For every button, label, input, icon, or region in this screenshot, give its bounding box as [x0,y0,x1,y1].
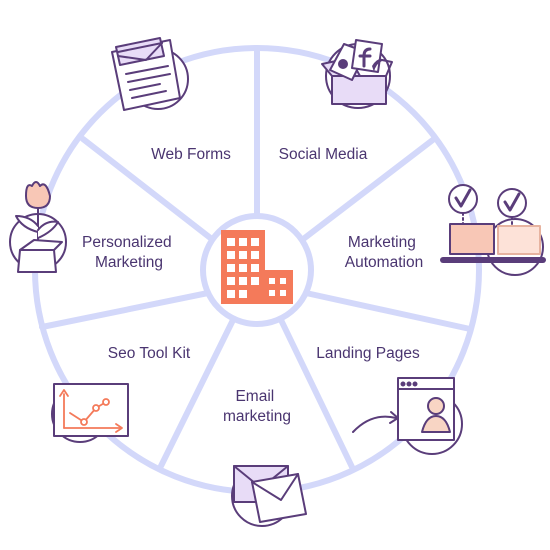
label-web-forms-line1: Web Forms [151,146,231,163]
landing-page-browser-icon [352,377,463,455]
seo-chart-icon [51,383,129,443]
spoke-top-left [80,136,216,243]
label-email-marketing-line1: Email [235,388,274,405]
spoke-left [39,290,211,330]
web-form-icon [111,37,189,111]
label-seo-tool-kit-line1: Seo Tool Kit [108,345,191,362]
spokes [39,47,473,470]
label-landing-pages-line1: Landing Pages [316,345,420,362]
envelopes-icon [231,465,307,527]
building-icon [221,230,293,304]
label-seo-tool-kit: Seo Tool Kit [108,345,191,362]
label-social-media-line1: Social Media [279,146,368,163]
flower-box-icon [9,181,67,273]
spoke-bottom-right [278,317,355,470]
label-social-media: Social Media [279,146,368,163]
social-media-box-icon [321,39,393,109]
label-personalized-marketing-line1: Personalized [82,234,172,251]
label-marketing-automation: Marketing Automation [345,234,423,271]
automation-conveyor-icon [440,184,546,276]
label-email-marketing-line2: marketing [223,408,291,425]
label-marketing-automation-line2: Automation [345,254,423,271]
label-personalized-marketing-line2: Marketing [95,254,163,271]
label-email-marketing: Email marketing [223,388,291,425]
label-landing-pages: Landing Pages [316,345,420,362]
label-web-forms: Web Forms [151,146,231,163]
spoke-top-right [299,136,437,243]
spoke-right [303,290,473,332]
label-personalized-marketing: Personalized Marketing [82,234,176,271]
label-marketing-automation-line1: Marketing [348,234,416,251]
spoke-bottom-left [158,317,236,469]
